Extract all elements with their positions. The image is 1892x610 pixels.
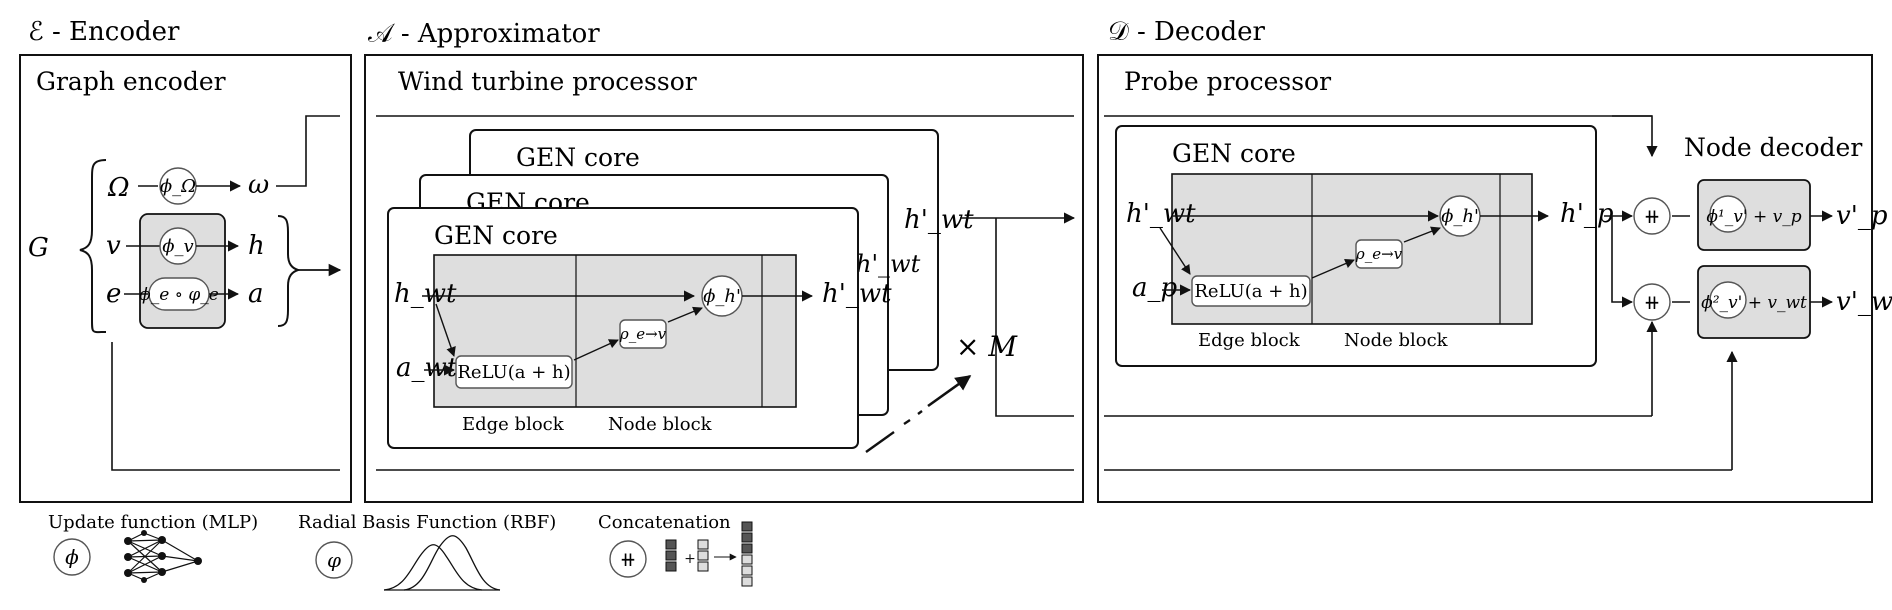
approx-node-block-label: Node block: [608, 414, 713, 435]
approx-relu-node: [455, 355, 573, 389]
legend-concat-symbol-node: [609, 540, 647, 578]
legend-mlp-symbol: ϕ: [65, 545, 79, 569]
right-brace: [277, 215, 302, 327]
v-input: v: [106, 231, 121, 261]
decoder-panel: [1097, 54, 1873, 503]
decoder-input-h: h'_wt: [1126, 199, 1196, 229]
legend-rbf-symbol-node: [315, 541, 353, 579]
decoder-phi2-node: [1709, 281, 1747, 319]
mlp-network-nodes: [124, 530, 202, 583]
decoder-gen-core-label: GEN core: [1172, 139, 1296, 168]
decoder-node-block-label: Node block: [1344, 330, 1449, 351]
rbf-curves-icon: [383, 535, 501, 591]
repeat-label: × M: [956, 330, 1018, 363]
approx-output: h'_wt: [822, 279, 892, 309]
decoder-relu-node: [1191, 275, 1311, 307]
encoder-header: ℰ - Encoder: [28, 17, 180, 47]
approximator-header: 𝒜 - Approximator: [368, 19, 600, 49]
omega-input: Ω: [107, 173, 130, 203]
decoder-phi1-node: [1709, 195, 1747, 233]
approx-input-h: h_wt: [394, 279, 457, 309]
node-decoder-title: Node decoder: [1684, 133, 1862, 162]
legend-mlp-label: Update function (MLP): [48, 512, 258, 533]
decoder-rho-node: [1355, 239, 1403, 269]
decoder-input-a: a_p: [1132, 273, 1178, 303]
approx-phi-label: ϕ_h': [703, 286, 741, 307]
approx-rho-node: [619, 319, 667, 349]
approx-edge-block-label: Edge block: [462, 414, 565, 435]
left-brace: [79, 159, 107, 334]
e-input: e: [106, 279, 121, 309]
svg-text:+: +: [684, 551, 696, 567]
approximator-title: Wind turbine processor: [398, 67, 697, 96]
concat-node-1-label: ⧺: [1644, 204, 1661, 228]
phi-v-label: ϕ_v: [162, 236, 193, 257]
omega-output: ω: [248, 170, 269, 200]
legend-rbf-symbol: φ: [327, 548, 341, 572]
h-output: h: [248, 231, 265, 261]
mlp-network-icon: [127, 532, 199, 581]
approximator-panel: [364, 54, 1084, 503]
gen-core-label-3: GEN core: [516, 143, 640, 172]
phi-omega-label: ϕ_Ω: [160, 176, 196, 197]
decoder-2-label: ϕ²_v' + v_wt: [1701, 293, 1807, 313]
concat-vectors-icon: +: [665, 521, 753, 587]
decoder-phi-label: ϕ_h': [1441, 206, 1479, 227]
decoder-output-h: h'_p: [1560, 199, 1614, 229]
approx-input-a: a_wt: [396, 353, 458, 383]
concat-node-1: [1633, 197, 1671, 235]
phi-e-rbf-label: ϕ_e ∘ φ_e: [139, 285, 219, 305]
core2-output-label: h'_wt: [856, 250, 921, 278]
concat-node-2: [1633, 283, 1671, 321]
approx-relu-label: ReLU(a + h): [457, 362, 570, 383]
legend-concat-label: Concatenation: [598, 512, 731, 533]
encoder-panel: [19, 54, 352, 503]
graph-symbol: G: [28, 233, 49, 263]
legend-rbf-label: Radial Basis Function (RBF): [298, 512, 556, 533]
decoder-edge-block-label: Edge block: [1198, 330, 1301, 351]
decoder-out-2: v'_wt: [1836, 287, 1892, 317]
decoder-relu-label: ReLU(a + h): [1194, 281, 1307, 302]
approx-rho-label: ρ_e→v: [619, 325, 667, 343]
decoder-1-label: ϕ¹_v' + v_p: [1706, 207, 1801, 227]
concat-node-2-label: ⧺: [1644, 290, 1661, 314]
legend-concat-symbol: ⧺: [620, 547, 637, 571]
legend-mlp-symbol-node: [53, 538, 91, 576]
decoder-header: 𝒟 - Decoder: [1108, 17, 1266, 47]
top-core-output: h'_wt: [904, 205, 974, 235]
decoder-rho-label: ρ_e→v: [1355, 245, 1403, 263]
gen-core-label: GEN core: [434, 221, 558, 250]
encoder-title: Graph encoder: [36, 67, 226, 96]
a-output: a: [248, 279, 264, 309]
decoder-out-1: v'_p: [1836, 201, 1888, 231]
decoder-title: Probe processor: [1124, 67, 1331, 96]
